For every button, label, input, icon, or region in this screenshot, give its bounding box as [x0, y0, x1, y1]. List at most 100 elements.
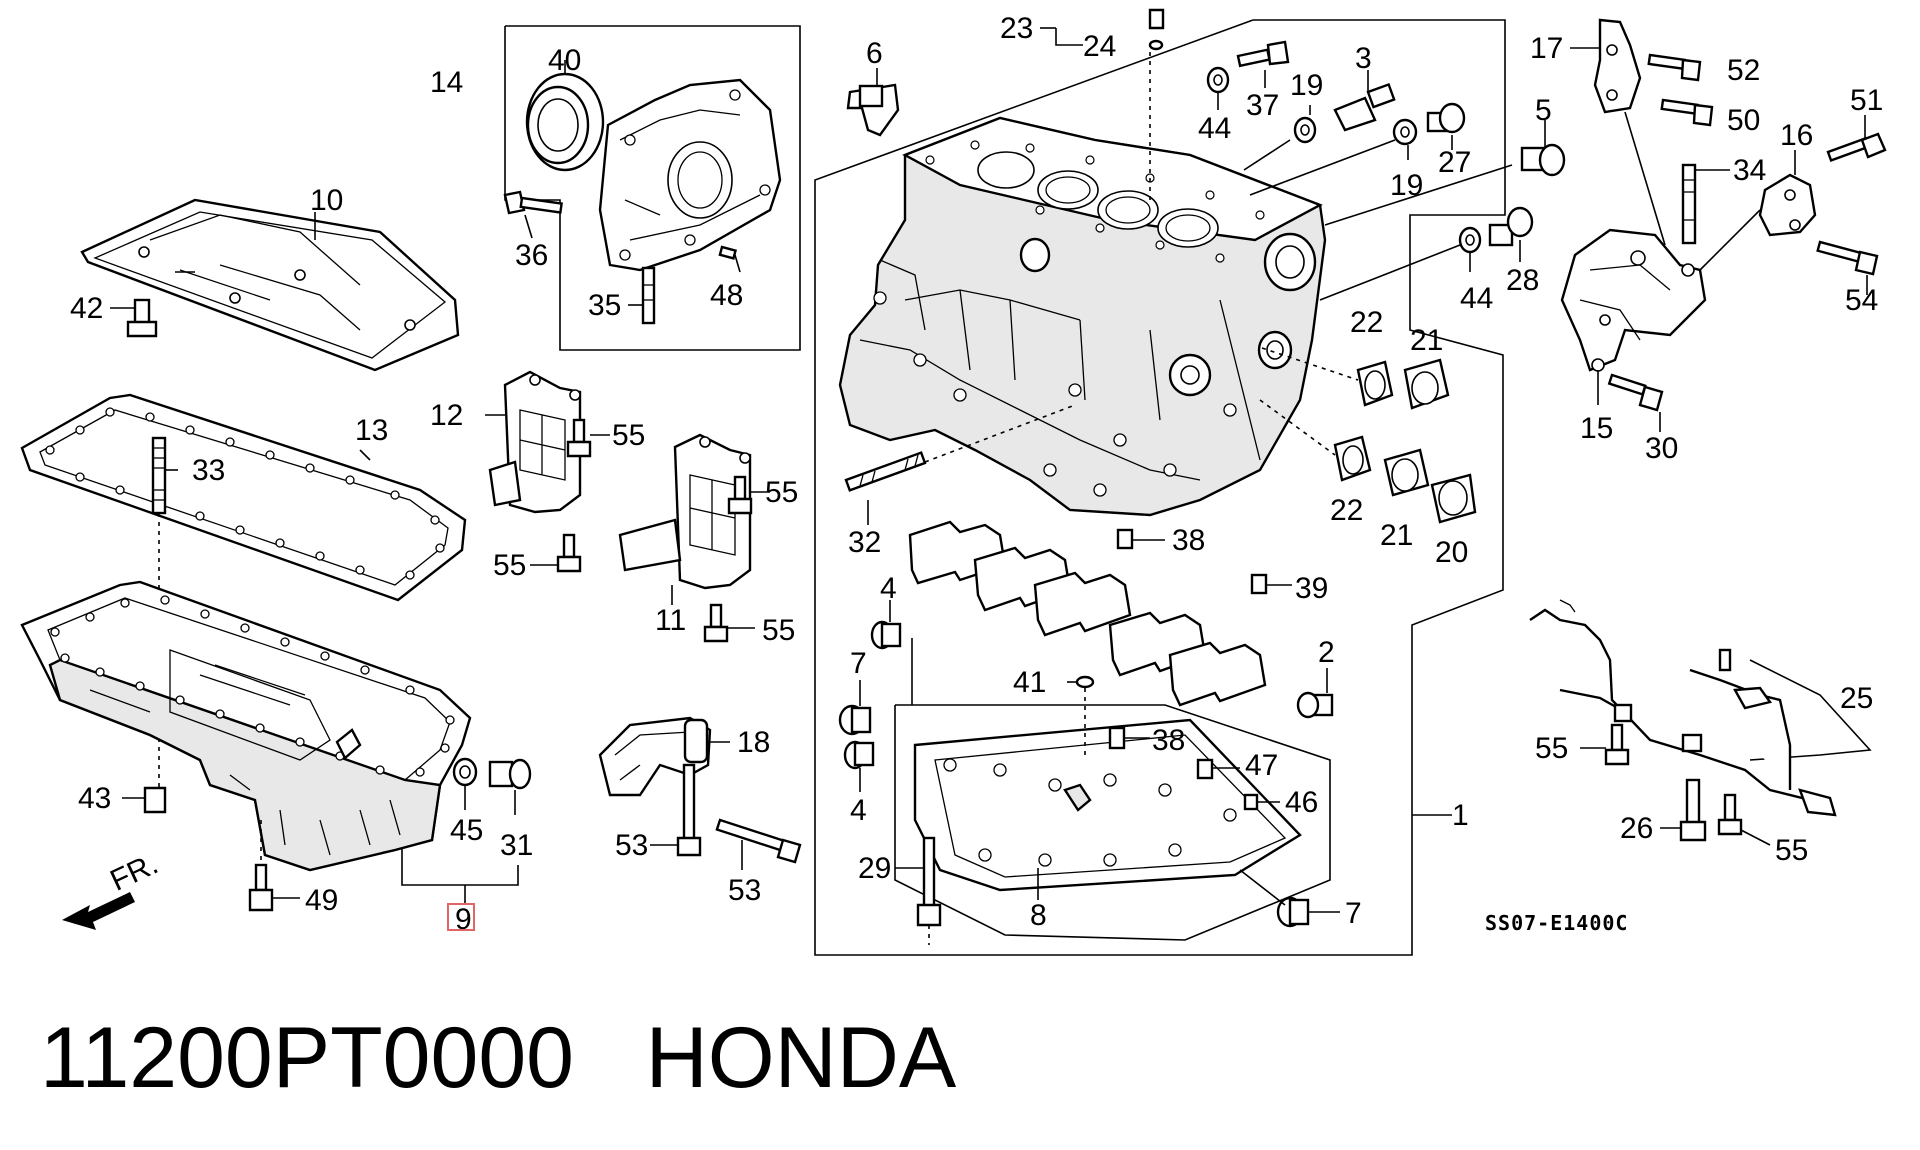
leader-13 — [359, 449, 371, 461]
direction-label: FR. — [105, 847, 163, 897]
callout-50: 50 — [1727, 104, 1760, 137]
bolt-50 — [1660, 98, 1714, 127]
bolt-55-f — [1717, 793, 1771, 846]
callout-13: 13 — [355, 414, 388, 447]
engine-block — [838, 45, 1327, 517]
callout-38a: 38 — [1172, 524, 1205, 557]
callout-22b: 22 — [1330, 494, 1363, 527]
callout-40: 40 — [548, 44, 581, 77]
plug-4-b — [843, 740, 875, 792]
callout-32: 32 — [848, 526, 881, 559]
callout-41: 41 — [1013, 666, 1046, 699]
callout-26: 26 — [1620, 812, 1653, 845]
plug-5 — [1520, 120, 1566, 177]
plug-4-a — [870, 600, 902, 650]
callout-22a: 22 — [1350, 306, 1383, 339]
washer-19-b — [1392, 118, 1418, 160]
leader-16-15 — [1699, 209, 1761, 271]
leader-19-block — [1249, 139, 1396, 196]
bolt-26 — [1660, 778, 1707, 842]
bolt-55-d — [703, 603, 755, 643]
leader-5-block — [1324, 164, 1513, 226]
callout-1: 1 — [1452, 799, 1469, 832]
callout-48: 48 — [710, 279, 743, 312]
front-cover-14 — [525, 60, 782, 272]
callout-11: 11 — [655, 604, 686, 637]
callout-55b: 55 — [493, 549, 526, 582]
callout-55f: 55 — [1775, 834, 1808, 867]
callout-21a: 21 — [1410, 324, 1443, 357]
main-caps — [908, 520, 1292, 707]
callout-4a: 4 — [880, 572, 897, 605]
callout-38b: 38 — [1152, 724, 1185, 757]
bracket-15 — [1560, 228, 1707, 405]
washer-41 — [1067, 675, 1095, 760]
bolt-55-c — [727, 475, 770, 515]
bearing-cap-bridge-8 — [913, 718, 1302, 900]
bracket-oil-pan — [401, 845, 519, 886]
plug-7-a — [838, 680, 872, 736]
callout-44b: 44 — [1460, 282, 1493, 315]
bolt-36 — [503, 190, 563, 239]
callout-24: 24 — [1083, 30, 1116, 63]
callout-14: 14 — [430, 66, 463, 99]
highlighted-part-box — [447, 903, 475, 931]
part-title: 11200PT0000 HONDA — [40, 1008, 956, 1108]
callout-20: 20 — [1435, 536, 1468, 569]
callout-55c: 55 — [765, 476, 798, 509]
callout-labels: 1 2 3 4 4 5 6 7 7 8 9 10 11 12 13 14 15 … — [70, 12, 1883, 936]
callout-53b: 53 — [728, 874, 761, 907]
callout-37: 37 — [1246, 89, 1279, 122]
callout-33: 33 — [192, 454, 225, 487]
plug-23 — [1148, 8, 1165, 30]
callout-54: 54 — [1845, 284, 1878, 317]
bracket-23-24 — [1055, 28, 1083, 46]
callout-21b: 21 — [1380, 519, 1413, 552]
callout-47: 47 — [1245, 749, 1278, 782]
callout-17: 17 — [1530, 32, 1563, 65]
brand-name: HONDA — [645, 1010, 957, 1106]
frame-engine-block — [814, 19, 1506, 956]
stud-35 — [628, 266, 656, 325]
callout-23: 23 — [1000, 12, 1033, 45]
plug-28 — [1488, 206, 1534, 262]
bolt-55-b — [530, 533, 582, 573]
callout-43: 43 — [78, 782, 111, 815]
callout-30: 30 — [1645, 432, 1678, 465]
bracket-18 — [598, 716, 730, 797]
oil-pan — [20, 580, 472, 872]
callout-52: 52 — [1727, 54, 1760, 87]
callout-35: 35 — [588, 289, 621, 322]
baffle-12 — [485, 370, 582, 514]
baffle-11 — [618, 433, 752, 605]
bolt-53-a — [650, 763, 702, 857]
callout-46: 46 — [1285, 786, 1318, 819]
callout-31: 31 — [500, 829, 533, 862]
callout-51: 51 — [1850, 84, 1883, 117]
sensor-6 — [846, 68, 900, 137]
callout-8: 8 — [1030, 899, 1047, 932]
callout-4b: 4 — [850, 794, 867, 827]
callout-29: 29 — [858, 852, 891, 885]
plug-2 — [1296, 668, 1334, 719]
drain-plug-31 — [488, 758, 532, 815]
bolt-51 — [1826, 115, 1887, 162]
drawing-code: SS07-E1400C — [1485, 911, 1628, 935]
washer-44-a — [1206, 66, 1230, 110]
bracket-17 — [1570, 18, 1642, 114]
callout-12: 12 — [430, 399, 463, 432]
leader-44b-block — [1319, 244, 1461, 301]
front-direction-arrow: FR. — [62, 847, 163, 930]
under-cover-10 — [80, 198, 460, 372]
stud-33 — [151, 436, 178, 795]
callout-53a: 53 — [615, 829, 648, 862]
callout-19b: 19 — [1390, 169, 1423, 202]
callout-55e: 55 — [1535, 732, 1568, 765]
frame-crank-cap — [894, 704, 1331, 941]
callout-39: 39 — [1295, 572, 1328, 605]
callout-3: 3 — [1355, 42, 1372, 75]
bolt-42 — [110, 298, 158, 338]
callout-16: 16 — [1780, 119, 1813, 152]
plug-27 — [1426, 102, 1466, 150]
bolt-53-b — [715, 818, 802, 870]
